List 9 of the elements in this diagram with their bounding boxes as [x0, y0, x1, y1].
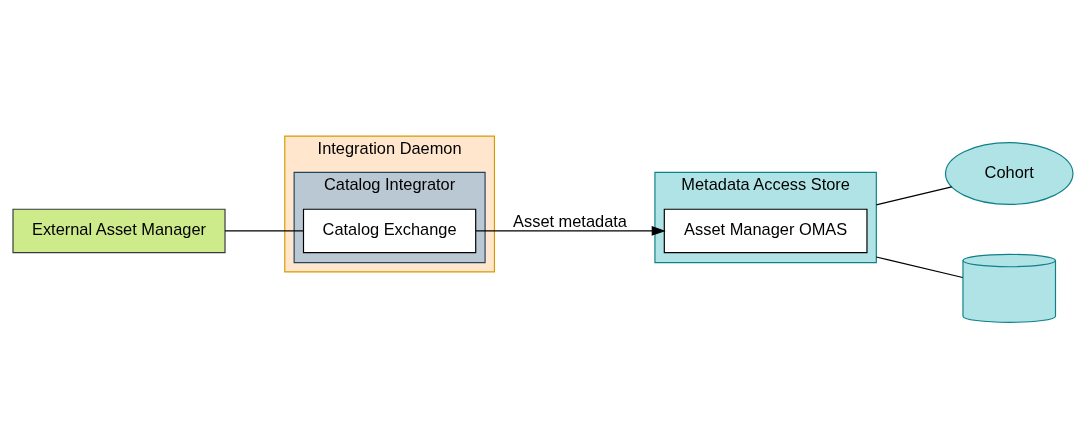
connector: [875, 185, 953, 205]
connector: [875, 255, 964, 278]
edge-label: Asset metadata: [513, 210, 627, 229]
node-box: External Asset Manager: [12, 208, 226, 253]
node-box: Catalog Exchange: [302, 208, 477, 253]
node-box: Asset Manager OMAS: [663, 208, 868, 253]
arrow: [475, 225, 666, 236]
connector: [224, 229, 304, 232]
node-ellipse: Cohort: [944, 141, 1074, 205]
